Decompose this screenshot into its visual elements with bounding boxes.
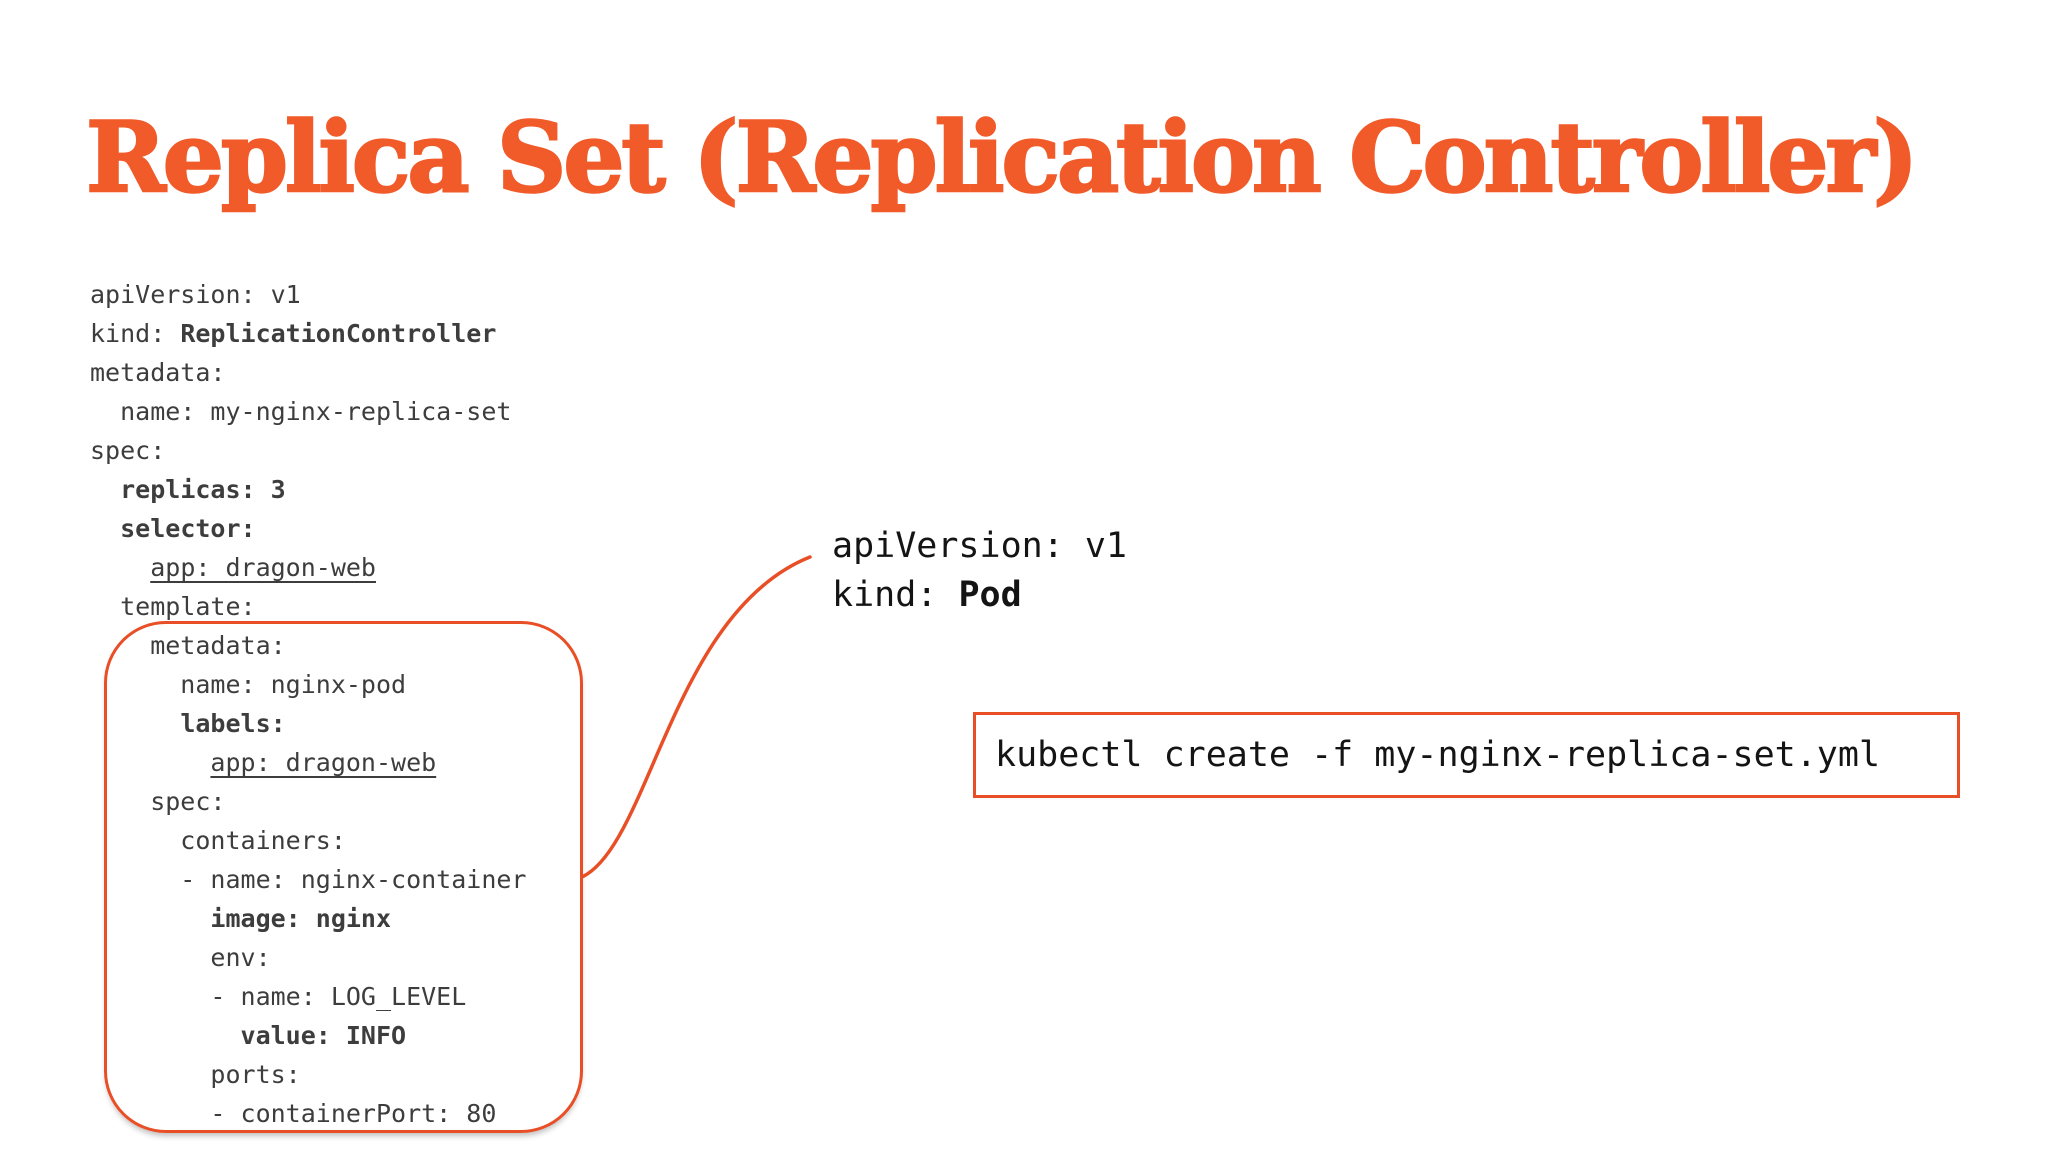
code-segment (90, 709, 180, 738)
code-segment (90, 514, 120, 543)
code-line: template: (90, 587, 527, 626)
replicationcontroller-yaml: apiVersion: v1 kind: ReplicationControlle… (90, 275, 527, 1133)
code-segment: apiVersion: v1 (832, 526, 1128, 566)
code-segment: env: (90, 943, 271, 972)
code-line: spec: (90, 431, 527, 470)
code-segment: app: dragon-web (210, 748, 437, 777)
connector-curve-path (580, 555, 812, 879)
code-segment: - containerPort: 80 (90, 1099, 497, 1128)
code-segment: - name: LOG_LEVEL (90, 982, 467, 1011)
code-line: apiVersion: v1 (90, 275, 527, 314)
kubectl-command-box: kubectl create -f my-nginx-replica-set.y… (973, 712, 1960, 798)
code-line: name: nginx-pod (90, 665, 527, 704)
code-segment: metadata: (90, 631, 286, 660)
code-segment: labels: (180, 709, 286, 738)
code-line: containers: (90, 821, 527, 860)
code-line: name: my-nginx-replica-set (90, 392, 527, 431)
code-segment: spec: (90, 436, 166, 465)
code-line: apiVersion: v1 (832, 522, 1127, 571)
code-segment: value: INFO (240, 1021, 407, 1050)
code-segment: name: nginx-pod (90, 670, 407, 699)
code-segment (90, 553, 150, 582)
code-line: value: INFO (90, 1016, 527, 1055)
code-segment: spec: (90, 787, 226, 816)
code-segment: apiVersion: v1 (90, 280, 301, 309)
code-line: - containerPort: 80 (90, 1094, 527, 1133)
code-segment: kind: (832, 575, 959, 615)
code-line: spec: (90, 782, 527, 821)
code-segment (90, 748, 210, 777)
code-line: metadata: (90, 353, 527, 392)
code-segment (90, 904, 210, 933)
code-segment (90, 475, 120, 504)
kubectl-command-text: kubectl create -f my-nginx-replica-set.y… (995, 735, 1881, 775)
code-segment: Pod (958, 575, 1022, 615)
code-segment: image: nginx (210, 904, 392, 933)
code-segment: kind: (90, 319, 181, 348)
code-line: labels: (90, 704, 527, 743)
code-line: kind: ReplicationController (90, 314, 527, 353)
code-segment: template: (90, 592, 256, 621)
code-segment: ports: (90, 1060, 301, 1089)
code-line: app: dragon-web (90, 743, 527, 782)
code-segment: replicas: 3 (120, 475, 286, 504)
code-line: ports: (90, 1055, 527, 1094)
code-segment: app: dragon-web (150, 553, 376, 582)
code-segment: metadata: (90, 358, 226, 387)
code-line: image: nginx (90, 899, 527, 938)
code-line: metadata: (90, 626, 527, 665)
code-segment: name: my-nginx-replica-set (90, 397, 512, 426)
code-segment: containers: (90, 826, 346, 855)
code-line: kind: Pod (832, 571, 1127, 620)
pod-kind-label: apiVersion: v1 kind: Pod (832, 522, 1127, 620)
code-line: selector: (90, 509, 527, 548)
code-line: - name: LOG_LEVEL (90, 977, 527, 1016)
code-line: - name: nginx-container (90, 860, 527, 899)
code-segment (90, 1021, 241, 1050)
code-segment: selector: (120, 514, 256, 543)
code-line: replicas: 3 (90, 470, 527, 509)
code-line: env: (90, 938, 527, 977)
slide-title: Replica Set (Replication Controller) (85, 101, 1920, 214)
code-line: app: dragon-web (90, 548, 527, 587)
code-segment: ReplicationController (180, 319, 497, 348)
code-segment: - name: nginx-container (90, 865, 527, 894)
